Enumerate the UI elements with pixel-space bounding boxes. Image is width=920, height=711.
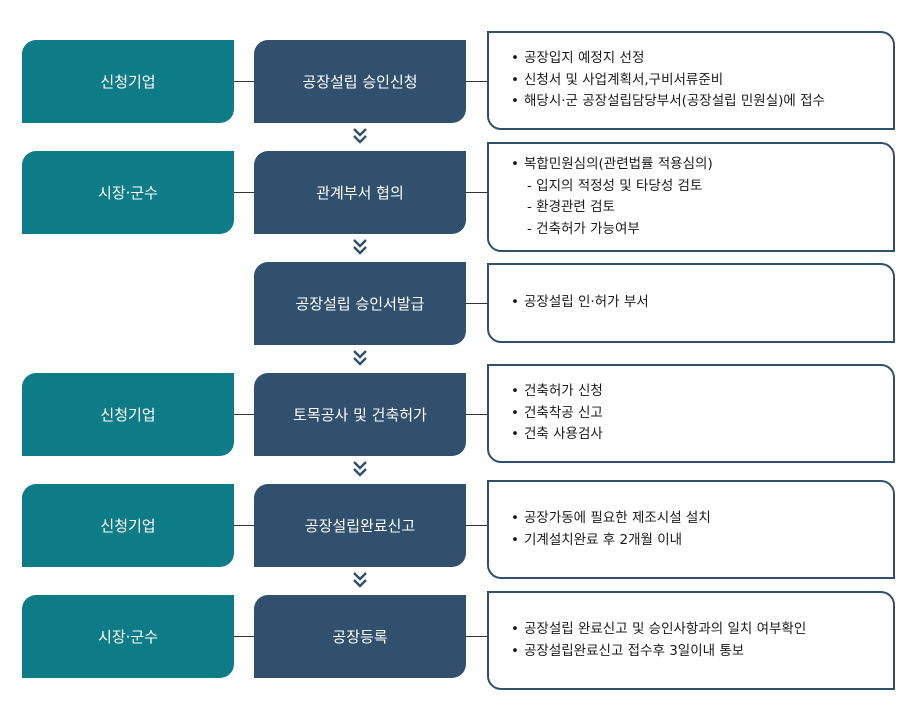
step-box: 공장설립완료신고 — [254, 484, 466, 567]
connector-line — [466, 303, 487, 304]
detail-bullet-item: 건축 사용검사 — [511, 424, 893, 446]
double-chevron-down-icon — [353, 239, 367, 255]
connector-line — [234, 192, 254, 193]
detail-sub-item: - 입지의 적정성 및 타당성 검토 — [527, 177, 703, 194]
double-chevron-down-icon — [353, 128, 367, 144]
detail-box: 공장가동에 필요한 제조시설 설치기계설치완료 후 2개월 이내 — [487, 480, 895, 579]
connector-line — [234, 636, 254, 637]
actor-box: 시장·군수 — [22, 595, 234, 678]
double-chevron-down-icon — [353, 350, 367, 366]
connector-line — [466, 636, 487, 637]
step-box: 토목공사 및 건축허가 — [254, 373, 466, 456]
connector-line — [466, 414, 487, 415]
double-chevron-down-icon — [353, 461, 367, 477]
detail-sub-item: - 건축허가 가능여부 — [527, 220, 640, 237]
actor-box: 시장·군수 — [22, 151, 234, 234]
detail-bullet-item: 건축허가 신청 — [511, 381, 893, 403]
connector-line — [234, 414, 254, 415]
detail-bullet-item: 기계설치완료 후 2개월 이내 — [511, 530, 893, 552]
actor-box: 신청기업 — [22, 373, 234, 456]
step-box: 공장설립 승인신청 — [254, 40, 466, 123]
step-box: 공장설립 승인서발급 — [254, 262, 466, 345]
connector-line — [234, 81, 254, 82]
step-box: 공장등록 — [254, 595, 466, 678]
detail-bullet-item: 복합민원심의(관련법률 적용심의) — [511, 154, 893, 176]
actor-box: 신청기업 — [22, 484, 234, 567]
detail-box: 공장설립 인·허가 부서 — [487, 263, 895, 343]
detail-box: 공장설립 완료신고 및 승인사항과의 일치 여부확인공장설립완료신고 접수후 3… — [487, 591, 895, 690]
detail-bullet-item: 공장설립완료신고 접수후 3일이내 통보 — [511, 641, 893, 663]
detail-sub-item: - 환경관련 검토 — [527, 199, 615, 215]
detail-bullet-item: 해당시·군 공장설립담당부서(공장설립 민원실)에 접수 — [511, 91, 893, 113]
connector-line — [466, 192, 487, 193]
detail-box: 건축허가 신청건축착공 신고건축 사용검사 — [487, 364, 895, 463]
detail-box: 공장입지 예정지 선정신청서 및 사업계획서,구비서류준비해당시·군 공장설립담… — [487, 31, 895, 130]
step-box: 관계부서 협의 — [254, 151, 466, 234]
connector-line — [466, 525, 487, 526]
connector-line — [234, 525, 254, 526]
detail-bullet-item: 공장설립 인·허가 부서 — [511, 292, 893, 314]
process-row: 공장설립 승인서발급 — [0, 262, 920, 345]
detail-bullet-item: 공장가동에 필요한 제조시설 설치 — [511, 508, 893, 530]
detail-bullet-item: 신청서 및 사업계획서,구비서류준비 — [511, 70, 893, 92]
double-chevron-down-icon — [353, 572, 367, 588]
detail-bullet-item: 건축착공 신고 — [511, 403, 893, 425]
detail-bullet-item: 공장입지 예정지 선정 — [511, 48, 893, 70]
detail-box: 복합민원심의(관련법률 적용심의)- 입지의 적정성 및 타당성 검토 - 환경관… — [487, 142, 895, 252]
connector-line — [466, 81, 487, 82]
detail-bullet-item: 공장설립 완료신고 및 승인사항과의 일치 여부확인 — [511, 619, 893, 641]
actor-box: 신청기업 — [22, 40, 234, 123]
